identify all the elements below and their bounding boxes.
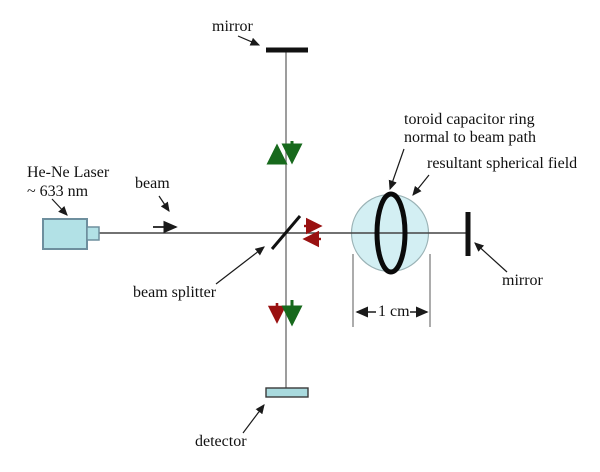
leader-mirror-right-icon xyxy=(474,242,508,273)
toroid-capacitor-ring xyxy=(374,191,408,275)
leader-beam-splitter-icon xyxy=(215,246,265,285)
leader-resultant-field-icon xyxy=(412,174,430,196)
detector-plate xyxy=(265,387,309,398)
detector-label: detector xyxy=(195,433,247,450)
leader-mirror-top-icon xyxy=(237,35,261,46)
toroid-ring-label-line1: toroid capacitor ring xyxy=(404,111,535,128)
dimension-label: 1 cm xyxy=(378,303,410,320)
resultant-field-label: resultant spherical field xyxy=(427,155,578,172)
toroid-ring-label-line2: normal to beam path xyxy=(404,129,536,146)
mirror-top-label: mirror xyxy=(212,18,253,35)
mirror-right-label: mirror xyxy=(502,272,543,289)
laser-aperture xyxy=(86,226,100,241)
leader-beam-icon xyxy=(158,195,170,212)
laser-body xyxy=(42,218,88,250)
leader-toroid-ring-icon xyxy=(388,148,405,191)
beam-splitter-plate xyxy=(270,215,302,250)
laser-wavelength-label: ~ 633 nm xyxy=(27,183,89,200)
leader-detector-icon xyxy=(242,404,265,434)
beam-splitter-label: beam splitter xyxy=(133,284,217,301)
beam-label: beam xyxy=(135,175,170,192)
leader-laser-icon xyxy=(51,198,68,216)
laser-name-label: He-Ne Laser xyxy=(27,164,110,181)
